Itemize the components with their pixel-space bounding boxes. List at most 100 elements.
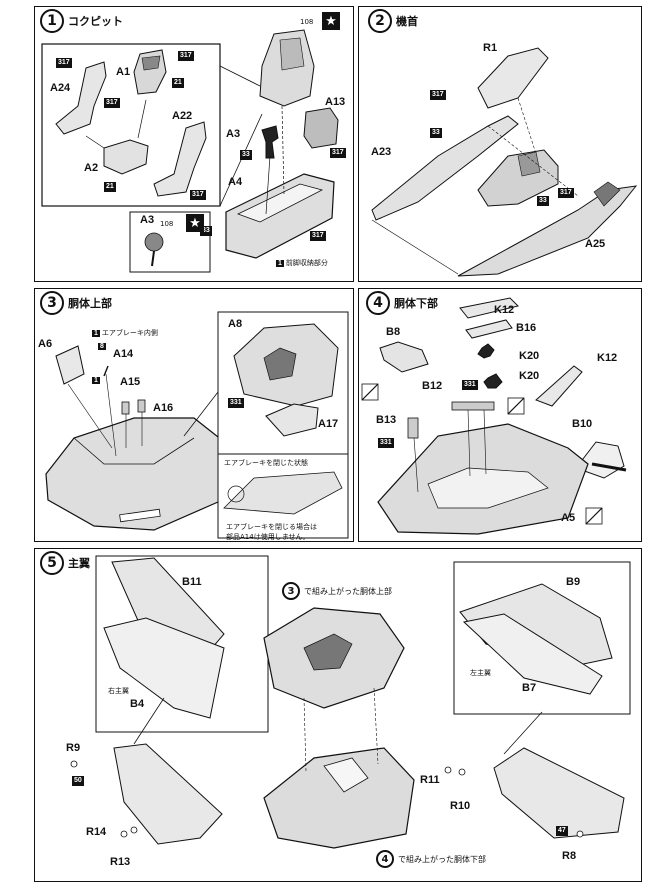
paint-badge: 317 xyxy=(430,90,446,100)
part-label-A3: A3 xyxy=(226,128,241,140)
paint-badge: 317 xyxy=(558,188,574,198)
step2-title: 機首 xyxy=(396,15,418,28)
step4-reference-number: 4 xyxy=(376,850,394,868)
step3-title: 胴体上部 xyxy=(68,297,112,310)
paint-badge: 33 xyxy=(430,128,442,138)
step1-cockpit-illustration xyxy=(41,29,339,273)
part-label-A2: A2 xyxy=(84,162,99,174)
paint-badge: 50 xyxy=(72,776,84,786)
part-label-K12-top: K12 xyxy=(494,304,515,316)
note-number: 8 xyxy=(98,343,106,350)
step2-nose-illustration xyxy=(371,47,638,277)
step3-reference: 3 で組み上がった胴体上部 xyxy=(282,582,392,600)
left-wing-label: 左主翼 xyxy=(470,669,491,677)
step2-number: 2 xyxy=(368,9,392,33)
paint-badge: 331 xyxy=(462,380,478,390)
part-label-R9: R9 xyxy=(66,742,81,754)
part-label-K20-upper: K20 xyxy=(519,350,540,362)
part-label-R13: R13 xyxy=(110,856,131,868)
step5-number: 5 xyxy=(40,551,64,575)
paint-badge: 317 xyxy=(310,231,326,241)
closed-brake-note-1: エアブレーキを閉じる場合は xyxy=(226,523,317,531)
part-label-B10: B10 xyxy=(572,418,593,430)
part-label-A6: A6 xyxy=(38,338,53,350)
step5-panel xyxy=(34,548,642,882)
note-text: 前脚収納部分 xyxy=(285,259,328,267)
part-label-B11: B11 xyxy=(182,576,202,588)
part-label-B13: B13 xyxy=(376,414,397,426)
part-label-R11: R11 xyxy=(420,774,440,786)
note-text: エアブレーキ内側 xyxy=(101,329,158,337)
part-label-K12-fin: K12 xyxy=(597,352,618,364)
closed-brake-title: エアブレーキを閉じた状態 xyxy=(224,459,308,467)
step1-panel xyxy=(34,6,354,282)
paint-badge: 331 xyxy=(228,398,244,408)
note-number: 1 xyxy=(92,330,100,337)
star-icon: ★ xyxy=(186,214,204,232)
step5-title: 主翼 xyxy=(68,557,90,570)
right-wing-label: 右主翼 xyxy=(108,687,129,695)
part-label-B7: B7 xyxy=(522,682,537,694)
inset-reference-number: 108 xyxy=(160,220,174,228)
step2-panel xyxy=(358,6,642,282)
step4-title: 胴体下部 xyxy=(394,297,438,310)
part-label-A3-inset: A3 xyxy=(140,214,155,226)
step4-header: 4 胴体下部 xyxy=(366,291,438,315)
step4-panel xyxy=(358,288,642,542)
part-label-A22: A22 xyxy=(172,110,193,122)
part-label-A24: A24 xyxy=(50,82,71,94)
part-label-A8: A8 xyxy=(228,318,243,330)
paint-badge: 317 xyxy=(56,58,72,68)
part-label-B8: B8 xyxy=(386,326,401,338)
paint-badge: 317 xyxy=(104,98,120,108)
paint-badge: 317 xyxy=(178,51,194,61)
step3-reference-text: で組み上がった胴体上部 xyxy=(304,586,392,596)
paint-badge: 33 xyxy=(200,226,212,236)
small-reference-number: 108 xyxy=(300,18,314,26)
paint-badge: 331 xyxy=(378,438,394,448)
part-label-B4: B4 xyxy=(130,698,145,710)
part-label-R10: R10 xyxy=(450,800,471,812)
paint-badge: 47 xyxy=(556,826,568,836)
step1-header: 1 コクピット xyxy=(40,9,123,33)
part-label-R14: R14 xyxy=(86,826,107,838)
note-number: 1 xyxy=(92,377,100,384)
step5-header: 5 主翼 xyxy=(40,551,90,575)
step1-number: 1 xyxy=(40,9,64,33)
step3-upper-fuselage-illustration xyxy=(45,311,349,539)
step4-reference-text: で組み上がった胴体下部 xyxy=(398,854,486,864)
paint-badge: 33 xyxy=(537,196,549,206)
step4-number: 4 xyxy=(366,291,390,315)
part-label-R1: R1 xyxy=(483,42,498,54)
part-label-B9: B9 xyxy=(566,576,581,588)
part-label-K20-lower: K20 xyxy=(519,370,540,382)
part-label-A1: A1 xyxy=(116,66,131,78)
step3-header: 3 胴体上部 xyxy=(40,291,112,315)
note-number: 1 xyxy=(276,260,284,267)
star-icon: ★ xyxy=(322,12,340,30)
part-label-A17: A17 xyxy=(318,418,339,430)
part-label-A4: A4 xyxy=(228,176,243,188)
paint-badge: 33 xyxy=(240,150,252,160)
paint-badge: 317 xyxy=(330,148,346,158)
part-label-R8: R8 xyxy=(562,850,577,862)
closed-brake-note-2: 部品A14は使用しません。 xyxy=(226,533,310,541)
step5-main-wing-illustration xyxy=(70,555,631,849)
step1-title: コクピット xyxy=(68,15,123,28)
part-label-A16: A16 xyxy=(153,402,174,414)
part-label-A5: A5 xyxy=(561,512,576,524)
paint-badge: 21 xyxy=(172,78,184,88)
part-label-A23: A23 xyxy=(371,146,392,158)
step3-panel xyxy=(34,288,354,542)
paint-badge: 21 xyxy=(104,182,116,192)
paint-badge: 317 xyxy=(190,190,206,200)
step4-reference: 4 で組み上がった胴体下部 xyxy=(376,850,486,868)
part-label-B12: B12 xyxy=(422,380,443,392)
step3-number: 3 xyxy=(40,291,64,315)
part-label-B16: B16 xyxy=(516,322,537,334)
step4-lower-fuselage-illustration xyxy=(361,297,627,535)
step2-header: 2 機首 xyxy=(368,9,418,33)
